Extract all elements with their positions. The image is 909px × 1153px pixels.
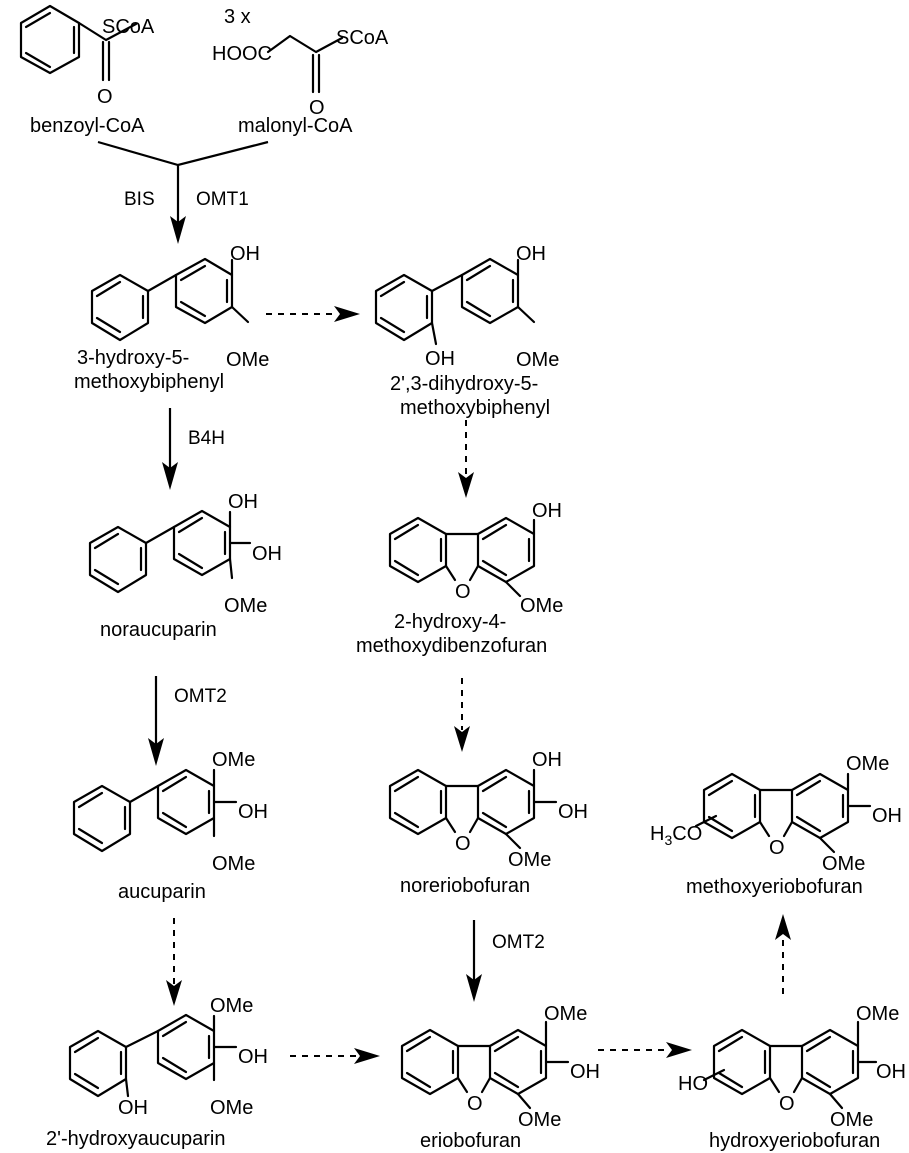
dhmb-oh-top-label: OH — [516, 243, 546, 265]
dashed-arrow-to-dihydroxy — [266, 306, 360, 322]
noraucuparin-oh-mid-label: OH — [252, 543, 282, 565]
noreriobofuran-oh-top-label: OH — [532, 749, 562, 771]
hmb-ome-label: OMe — [226, 349, 269, 371]
omt2-arrow-eriobofuran — [466, 920, 482, 1002]
noreriobofuran-ome-label: OMe — [508, 849, 551, 871]
benzoyl-coa-o-label: O — [97, 86, 113, 108]
hydroxyaucuparin-structure: OMe OH OH OMe — [68, 995, 268, 1119]
hydroxyeriobofuran-name: hydroxyeriobofuran — [709, 1130, 880, 1152]
aucuparin-oh-label: OH — [238, 801, 268, 823]
dhmb-name-line2: methoxybiphenyl — [400, 397, 550, 419]
methoxyeriobofuran-ome-top-label: OMe — [846, 753, 889, 775]
dihydroxy-methoxybiphenyl-structure: OH OH OMe — [374, 243, 559, 371]
hydroxyeriobofuran-structure: O OMe OH OMe HO — [678, 1003, 906, 1131]
benzoyl-coa-structure: SCoA O — [19, 4, 155, 108]
eriobofuran-structure: O OMe OH OMe — [400, 1003, 600, 1131]
bis-omt1-arrow — [97, 140, 269, 244]
dashed-arrow-to-eriobofuran — [290, 1048, 380, 1064]
dhmb-ome-label: OMe — [516, 349, 559, 371]
hmdbf-name-line2: methoxydibenzofuran — [356, 635, 547, 657]
noreriobofuran-oh-mid-label: OH — [558, 801, 588, 823]
omt2-arrow-aucuparin — [148, 676, 164, 766]
malonyl-coa-multiplier: 3 x — [224, 6, 251, 28]
eriobofuran-ome-top-label: OMe — [544, 1003, 587, 1025]
noreriobofuran-name: noreriobofuran — [400, 875, 530, 897]
hydroxyaucuparin-oh-label: OH — [238, 1046, 268, 1068]
eriobofuran-oh-label: OH — [570, 1061, 600, 1083]
hydroxyaucuparin-ome-bottom-label: OMe — [210, 1097, 253, 1119]
malonyl-coa-s-label: SCoA — [336, 27, 389, 49]
dashed-arrow-to-noreriobofuran — [454, 678, 470, 752]
hydroxyeriobofuran-ho-label: HO — [678, 1073, 708, 1095]
methoxyeriobofuran-o-ring-label: O — [769, 837, 785, 859]
eriobofuran-name: eriobofuran — [420, 1130, 521, 1152]
methoxyeriobofuran-oh-label: OH — [872, 805, 902, 827]
methoxyeriobofuran-structure: O OMe OH OMe H3CO — [650, 753, 902, 875]
aucuparin-ome-top-label: OMe — [212, 749, 255, 771]
eriobofuran-o-ring-label: O — [467, 1093, 483, 1115]
hmdbf-oh-label: OH — [532, 500, 562, 522]
aucuparin-structure: OMe OH OMe — [72, 749, 268, 875]
benzoyl-coa-name: benzoyl-CoA — [30, 115, 145, 137]
hydroxy-methoxybiphenyl-structure: OH OMe — [90, 243, 269, 371]
hydroxyeriobofuran-ome-top-label: OMe — [856, 1003, 899, 1025]
hydroxyaucuparin-name: 2'-hydroxyaucuparin — [46, 1128, 225, 1150]
dashed-arrow-to-dibenzofuran — [458, 420, 474, 498]
aucuparin-ome-bottom-label: OMe — [212, 853, 255, 875]
hydroxy-methoxydibenzofuran-structure: O OH OMe — [388, 500, 563, 617]
hydroxyaucuparin-oh-ring-label: OH — [118, 1097, 148, 1119]
aucuparin-name: aucuparin — [118, 881, 206, 903]
b4h-arrow — [162, 408, 178, 490]
hydroxyeriobofuran-ome-bottom-label: OMe — [830, 1109, 873, 1131]
dashed-arrow-to-methoxyeriobofuran — [775, 914, 791, 994]
noreriobofuran-o-ring-label: O — [455, 833, 471, 855]
enzyme-omt1: OMT1 — [196, 189, 249, 210]
noraucuparin-ome-label: OMe — [224, 595, 267, 617]
malonyl-coa-acid-label: HOOC — [212, 43, 272, 65]
enzyme-bis: BIS — [124, 189, 155, 210]
methoxyeriobofuran-ome-bottom-label: OMe — [822, 853, 865, 875]
hmdbf-name-line1: 2-hydroxy-4- — [394, 611, 506, 633]
hmb-oh-label: OH — [230, 243, 260, 265]
malonyl-coa-structure: HOOC SCoA O — [212, 27, 389, 119]
noraucuparin-structure: OH OH OMe — [88, 491, 282, 617]
hydroxyeriobofuran-oh-label: OH — [876, 1061, 906, 1083]
hmb-name-line2: methoxybiphenyl — [74, 371, 224, 393]
hmdbf-o-ring-label: O — [455, 581, 471, 603]
benzoyl-coa-s-label: SCoA — [102, 16, 155, 38]
noraucuparin-oh-top-label: OH — [228, 491, 258, 513]
dhmb-name-line1: 2',3-dihydroxy-5- — [390, 373, 538, 395]
dhmb-oh-ring-label: OH — [425, 348, 455, 370]
noreriobofuran-structure: O OH OH OMe — [388, 749, 588, 871]
dashed-arrow-to-hydroxyeriobofuran — [598, 1042, 692, 1058]
methoxyeriobofuran-name: methoxyeriobofuran — [686, 876, 863, 898]
enzyme-omt2-aucuparin: OMT2 — [174, 686, 227, 707]
malonyl-coa-o-label: O — [309, 97, 325, 119]
hmb-name-line1: 3-hydroxy-5- — [77, 347, 189, 369]
dashed-arrow-to-hydroxyaucuparin — [166, 918, 182, 1006]
eriobofuran-ome-bottom-label: OMe — [518, 1109, 561, 1131]
hmdbf-ome-label: OMe — [520, 595, 563, 617]
hydroxyeriobofuran-o-ring-label: O — [779, 1093, 795, 1115]
enzyme-omt2-eriobofuran: OMT2 — [492, 932, 545, 953]
enzyme-b4h: B4H — [188, 428, 225, 449]
hydroxyaucuparin-ome-top-label: OMe — [210, 995, 253, 1017]
malonyl-coa-name: malonyl-CoA — [238, 115, 353, 137]
methoxyeriobofuran-h3co-label: H3CO — [650, 823, 702, 848]
noraucuparin-name: noraucuparin — [100, 619, 217, 641]
